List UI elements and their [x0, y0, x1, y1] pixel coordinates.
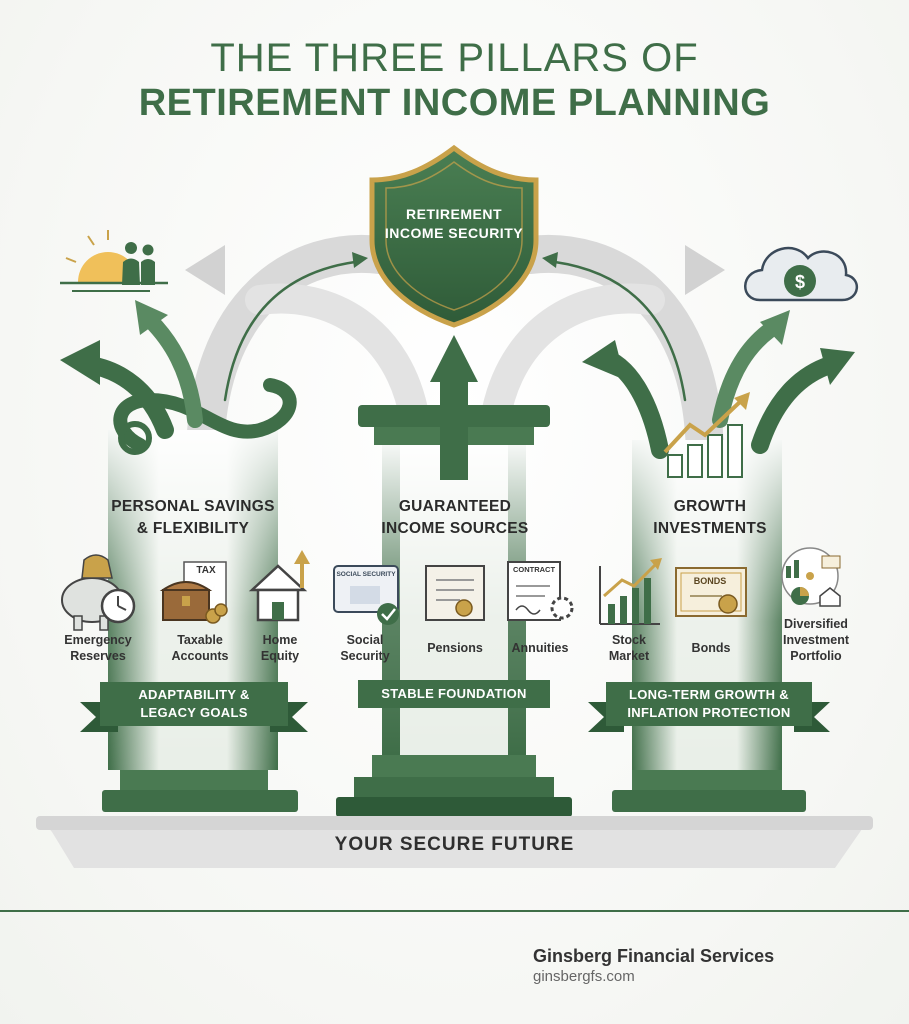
house-arrow-icon	[248, 550, 310, 622]
social-security-card-icon	[333, 565, 399, 625]
pillar-title-growth: GROWTH INVESTMENTS	[610, 496, 810, 540]
bond-certificate-icon	[675, 567, 747, 617]
banner-right	[588, 682, 830, 732]
banner-center-text: STABLE FOUNDATION	[381, 686, 527, 701]
pillar-title-line: & FLEXIBILITY	[136, 520, 250, 537]
banner-center	[358, 680, 550, 708]
cloud-dollar-icon	[744, 246, 858, 302]
banner-left	[80, 682, 308, 732]
base-platform	[36, 816, 873, 868]
pillar-title-line: INVESTMENTS	[653, 520, 767, 537]
item-label-social-security: Social Security	[340, 633, 390, 663]
item-label-pensions: Pensions	[427, 641, 483, 655]
pension-scroll-icon	[425, 565, 485, 621]
item-label-stock-market: Stock Market	[608, 633, 650, 663]
website-link[interactable]: ginsbergfs.com	[533, 968, 635, 985]
portfolio-collage-icon	[781, 547, 841, 607]
title-line-1: THE THREE PILLARS OF	[210, 36, 699, 80]
piggy-bank-clock-icon	[61, 554, 136, 631]
item-label-emergency-reserves: Emergency Reserves	[64, 633, 132, 663]
pillar-title-guaranteed: GUARANTEED INCOME SOURCES	[350, 496, 560, 540]
contract-label: CONTRACT	[512, 565, 556, 574]
banner-left-text: ADAPTABILITY & LEGACY GOALS	[138, 687, 250, 720]
pillar-title-savings: PERSONAL SAVINGS & FLEXIBILITY	[88, 496, 298, 540]
item-label-home-equity: Home Equity	[260, 633, 300, 663]
item-label-taxable-accounts: Taxable Accounts	[171, 633, 229, 663]
pillar-title-line: INCOME SOURCES	[381, 520, 529, 537]
treasure-chest-tax-icon	[159, 561, 228, 624]
shield-label: RETIREMENT INCOME SECURITY	[384, 206, 524, 241]
shield-icon	[369, 144, 539, 328]
pillar-title-line: GUARANTEED	[398, 498, 512, 515]
bonds-cert-label: BONDS	[693, 576, 727, 586]
sunset-couple-icon	[60, 230, 168, 292]
arches	[185, 234, 725, 479]
stock-chart-icon	[599, 558, 662, 625]
cloud-dollar-sign: $	[795, 272, 805, 292]
annuity-contract-icon	[507, 561, 574, 621]
banner-right-text: LONG-TERM GROWTH & INFLATION PROTECTION	[627, 687, 791, 720]
item-label-bonds: Bonds	[691, 641, 731, 655]
tax-doc-label: TAX	[196, 565, 216, 576]
brand-name: Ginsberg Financial Services	[533, 946, 775, 966]
item-label-annuities: Annuities	[511, 641, 569, 655]
item-label-diversified-portfolio: Diversified Investment Portfolio	[783, 617, 849, 663]
title-line-2: RETIREMENT INCOME PLANNING	[138, 82, 771, 124]
base-label: YOUR SECURE FUTURE	[334, 834, 575, 855]
pillar-title-line: GROWTH	[673, 498, 747, 515]
pillar-title-line: PERSONAL SAVINGS	[111, 498, 275, 515]
ss-card-label: SOCIAL SECURITY	[336, 571, 396, 578]
